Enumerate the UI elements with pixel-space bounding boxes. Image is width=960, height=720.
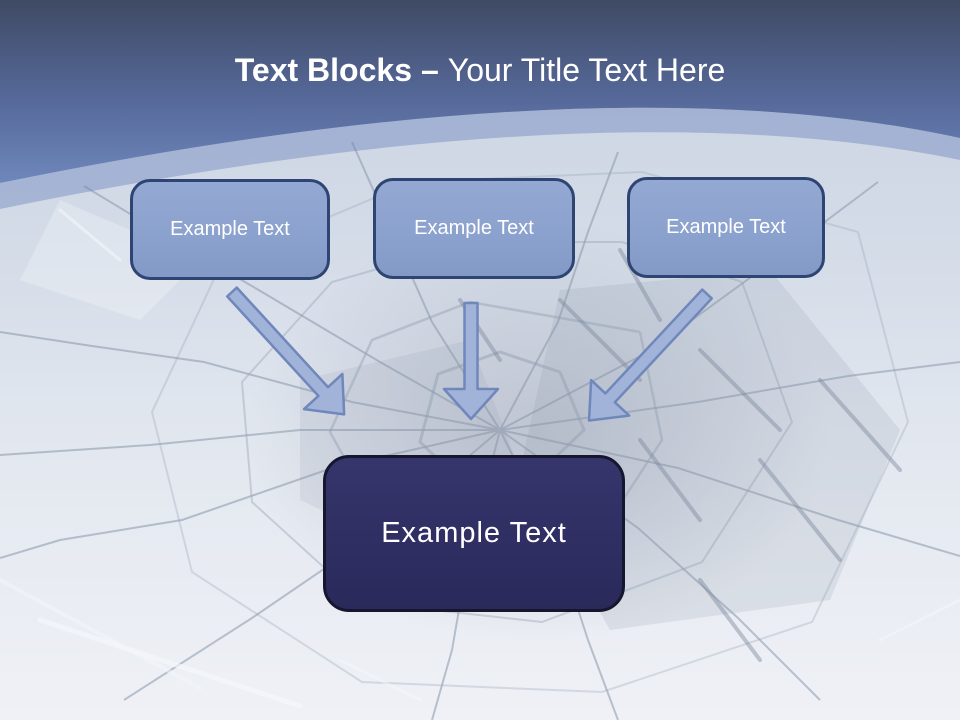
text-block-1-label: Example Text: [170, 218, 290, 240]
arrow-down-right-icon: [225, 286, 346, 416]
text-block-2: Example Text: [373, 178, 575, 279]
slide-title: Text Blocks – Your Title Text Here: [0, 52, 960, 89]
text-block-2-label: Example Text: [414, 217, 534, 239]
text-block-1: Example Text: [130, 179, 330, 280]
summary-block: Example Text: [323, 455, 625, 612]
arrow-down-left-icon: [587, 288, 714, 422]
text-block-3: Example Text: [627, 177, 825, 278]
title-rest: Your Title Text Here: [447, 52, 726, 88]
title-emphasis: Text Blocks: [234, 52, 412, 88]
title-separator: –: [420, 52, 439, 88]
summary-block-label: Example Text: [381, 517, 567, 549]
header-banner: [0, 0, 960, 209]
text-block-3-label: Example Text: [666, 216, 786, 238]
arrow-down-icon: [442, 301, 500, 421]
